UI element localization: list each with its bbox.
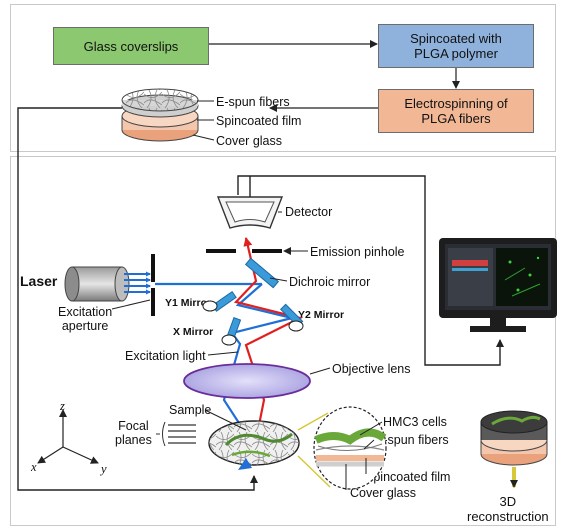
y1-mirror-label: Y1 Mirror [165,297,212,309]
reconstruction-line2: reconstruction [467,509,549,524]
laser-icon [64,266,151,302]
monitor-icon [439,238,557,332]
sample-zoom-inset [297,406,387,490]
excitation-aperture-label: Excitation aperture [58,305,112,333]
axes-icon [37,409,99,464]
spincoated-label-line2: PLGA polymer [414,46,498,61]
inset-label-espun: E-spun fibers [375,433,449,447]
objective-lens-label: Objective lens [332,362,411,376]
glass-coverslips-label: Glass coverslips [83,38,179,54]
mirrors [202,257,304,356]
axis-z-label: z [60,399,65,413]
axis-x-label: x [31,460,37,474]
electrospinning-label-line2: PLGA fibers [421,111,491,126]
electrospinning-box: Electrospinning of PLGA fibers [378,89,534,133]
inset-label-hmc3: HMC3 cells [383,415,447,429]
emission-pinhole-label: Emission pinhole [310,245,405,259]
detector-icon [216,176,284,229]
excitation-aperture-line2: aperture [61,319,109,333]
reconstruction-disc-icon [480,410,548,488]
focal-planes-line1: Focal [118,419,149,433]
detector-monitor-connector [237,175,504,366]
axis-y-label: y [101,462,107,476]
layered-disc-icon [121,88,215,142]
dichroic-mirror-label: Dichroic mirror [289,275,371,289]
layer-label-spincoated: Spincoated film [216,114,302,128]
electrospinning-label-line1: Electrospinning of [404,96,508,111]
sample-feed-connector [17,107,258,491]
sample-dish-icon [204,409,300,470]
focal-planes-line2: planes [115,433,152,447]
spincoated-label-line1: Spincoated with [410,31,502,46]
inset-label-spincoated: Spincoated film [365,470,451,484]
focal-planes-icon [156,421,196,447]
flow-arrows [209,40,460,112]
glass-coverslips-box: Glass coverslips [53,27,209,65]
y2-mirror-label: Y2 Mirror [298,309,345,321]
inset-label-coverglass: Cover glass [350,486,416,500]
spincoated-box: Spincoated with PLGA polymer [378,24,534,68]
excitation-light-label: Excitation light [125,349,206,363]
microscope-panel [10,156,556,526]
reconstruction-label: 3D reconstruction [467,494,549,524]
excitation-aperture-line1: Excitation [58,305,113,319]
x-mirror-label: X Mirror [173,326,214,338]
excitation-aperture [111,254,155,316]
objective-lens-icon [183,363,331,399]
emission-pinhole [206,247,308,255]
layer-label-coverglass: Cover glass [216,134,282,148]
detector-label: Detector [285,205,333,219]
reconstruction-line1: 3D [499,494,517,509]
laser-label: Laser [20,273,58,289]
focal-planes-label: Focal planes [115,419,152,447]
sample-label: Sample [169,403,212,417]
